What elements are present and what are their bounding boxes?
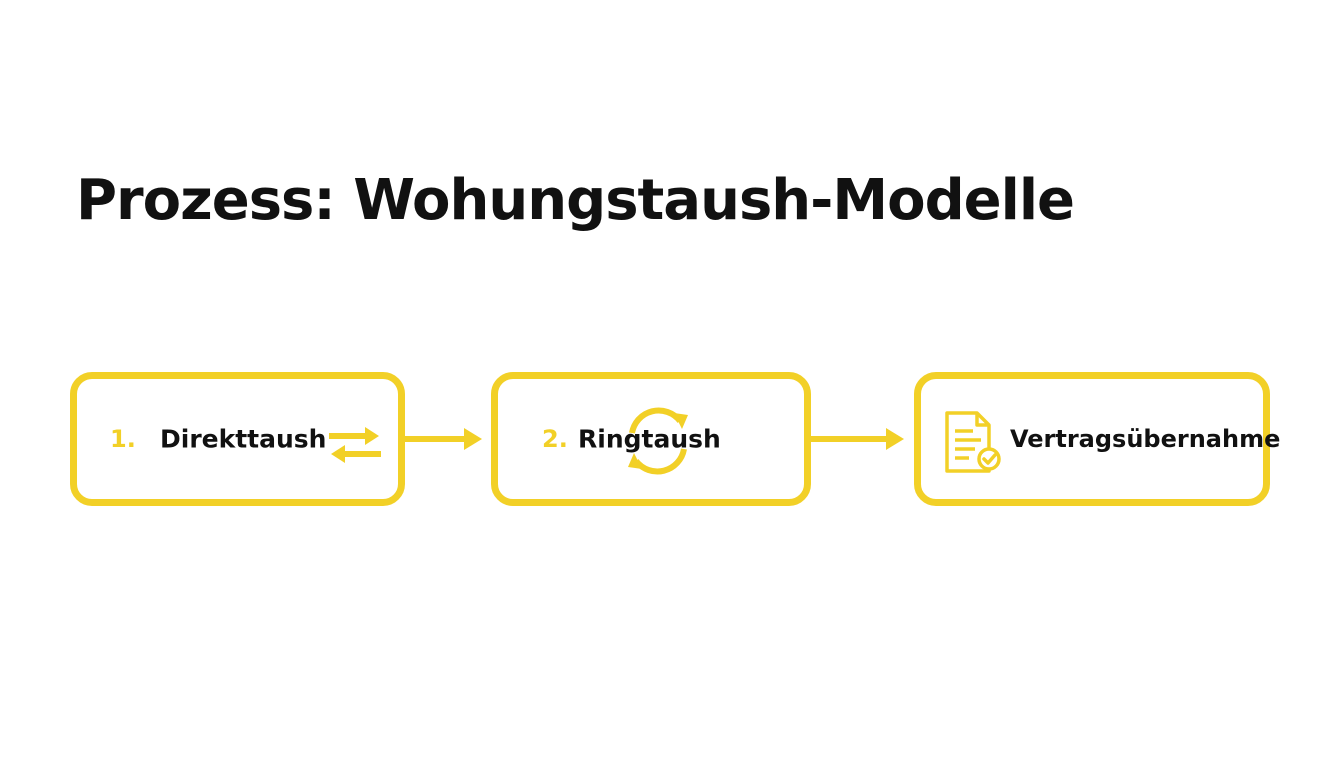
step-number: 2. bbox=[542, 425, 568, 453]
swap-arrows-icon bbox=[329, 427, 381, 463]
document-check-icon bbox=[945, 411, 1001, 473]
flow-arrow bbox=[810, 428, 904, 450]
diagram-title: Prozess: Wohungstaush-Modelle bbox=[76, 168, 1075, 233]
cycle-arrows-icon bbox=[628, 407, 688, 475]
step-label: Ringtaush bbox=[578, 424, 721, 454]
step-box-direkttausch: 1. Direkttaush bbox=[70, 372, 405, 506]
flow-arrow bbox=[404, 428, 482, 450]
step-box-ringtausch: 2. Ringtaush bbox=[491, 372, 811, 506]
step-number: 1. bbox=[110, 425, 136, 453]
step-label: Vertragsübernahme bbox=[1010, 425, 1281, 453]
step-box-vertragsuebernahme: Vertragsübernahme bbox=[914, 372, 1280, 506]
step-label: Direkttaush bbox=[160, 424, 327, 454]
